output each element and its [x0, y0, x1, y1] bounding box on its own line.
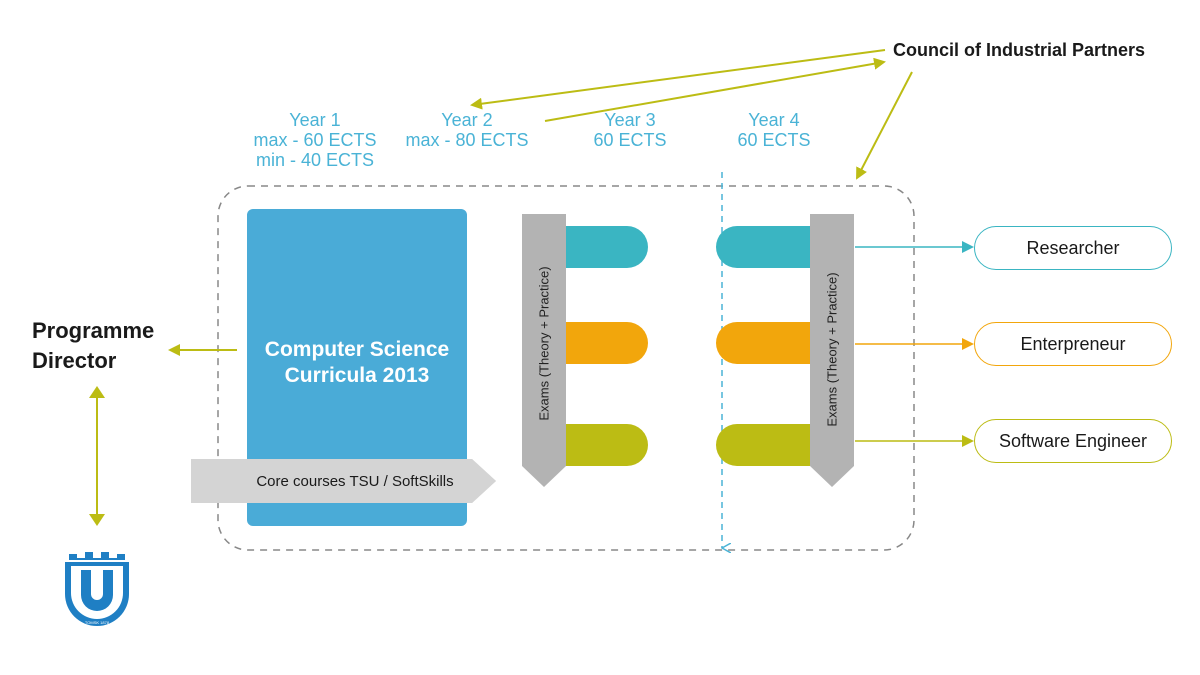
year4-pill-entrepreneur: [716, 322, 815, 364]
exam-label-year4: Exams (Theory + Practice): [824, 271, 840, 427]
core-courses-arrow-overlay: [191, 459, 496, 503]
tsu-shield-logo: TOMSK 1878: [65, 552, 129, 626]
year1-heading: Year 1 max - 60 ECTS min - 40 ECTS: [253, 110, 377, 170]
programme-frame: [217, 185, 915, 551]
year2-to-council-arrow: [544, 57, 886, 122]
outcome-entrepreneur: Enterpreneur: [974, 322, 1172, 366]
year4-pill-engineer: [716, 424, 815, 466]
outcome-researcher: Researcher: [974, 226, 1172, 270]
year3-pill-engineer: [560, 424, 648, 466]
year4-heading: Year 4 60 ECTS: [737, 110, 811, 150]
exam-label-year3-wrap: Exams (Theory + Practice): [444, 266, 644, 420]
year4-pill-researcher: [716, 226, 815, 268]
council-label: Council of Industrial Partners: [893, 40, 1146, 60]
curricula-title-line2: Curricula 2013: [284, 363, 430, 387]
year3-heading: Year 3 60 ECTS: [593, 110, 667, 150]
exam-label-year4-wrap: Exams (Theory + Practice): [732, 272, 932, 426]
programme-director-label: Programme Director: [32, 318, 155, 373]
logo-text: TOMSK 1878: [85, 620, 110, 625]
core-courses-label: Core courses TSU / SoftSkills: [256, 472, 454, 490]
year3-pill-researcher: [560, 226, 648, 268]
curricula-title-line1: Computer Science: [264, 337, 450, 361]
council-to-frame-arrow: [856, 71, 913, 180]
council-to-year2-arrow: [470, 49, 886, 110]
exam-bar-year4: [810, 214, 854, 487]
exam-label-year3: Exams (Theory + Practice): [536, 265, 552, 421]
university-down-arrowhead: [89, 514, 105, 526]
outcome-software-engineer: Software Engineer: [974, 419, 1172, 463]
director-up-arrowhead: [89, 386, 105, 398]
year2-heading: Year 2 max - 80 ECTS: [405, 110, 529, 150]
exam-bar-year3: [522, 214, 566, 487]
year3-pill-entrepreneur: [560, 322, 648, 364]
